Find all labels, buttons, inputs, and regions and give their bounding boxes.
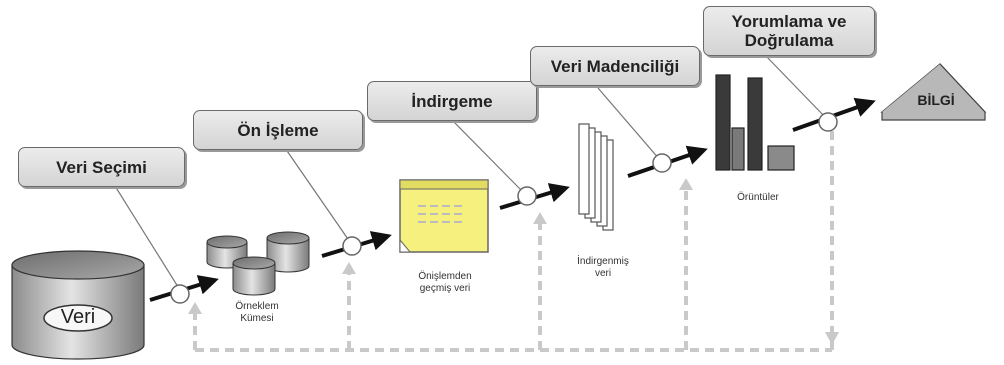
stage-veri-madenciligi: Veri Madenciliği xyxy=(530,46,700,86)
stage-indirgeme: İndirgeme xyxy=(367,81,537,121)
stage-yorumlama-line2: Doğrulama xyxy=(744,31,834,50)
bilgi-label: BİLGİ xyxy=(917,92,955,108)
stage-indirgeme-label: İndirgeme xyxy=(411,91,493,111)
stage-on-isleme-label: Ön İşleme xyxy=(237,120,319,140)
stage-veri-secimi-label: Veri Seçimi xyxy=(56,157,147,177)
stage-veri-secimi: Veri Seçimi xyxy=(18,147,185,187)
stage-yorumlama-line1: Yorumlama ve xyxy=(731,12,847,31)
onislemden-label: Önişlemden geçmiş veri xyxy=(400,271,490,295)
stage-on-isleme: Ön İşleme xyxy=(193,110,363,150)
onislemden-line1: Önişlemden xyxy=(418,271,472,282)
checkpoint-circles xyxy=(170,112,838,304)
veri-cylinder xyxy=(11,250,145,360)
onislemden-document xyxy=(399,179,489,253)
stage-yorumlama-dogrulama: Yorumlama ve Doğrulama xyxy=(703,6,875,56)
bilgi-pyramid xyxy=(880,63,987,121)
veri-node-label: Veri xyxy=(60,306,96,328)
indirgenmis-line1: İndirgenmiş xyxy=(577,256,629,267)
onislemden-line2: geçmiş veri xyxy=(419,283,471,294)
indirgenmis-line2: veri xyxy=(594,268,612,279)
feedback-loop xyxy=(193,128,834,352)
indirgenmis-sheets xyxy=(578,123,614,231)
oruntuler-label: Örüntüler xyxy=(737,192,779,203)
orneklem-line2: Kümesi xyxy=(240,313,274,324)
feedback-arrowheads xyxy=(188,178,839,345)
stage-veri-madenciligi-label: Veri Madenciliği xyxy=(550,56,680,76)
orneklem-kumesi-label: Örneklem Kümesi xyxy=(222,301,292,325)
orneklem-cylinders xyxy=(206,231,310,296)
oruntuler-bars xyxy=(715,74,795,171)
orneklem-line1: Örneklem xyxy=(235,301,279,312)
callout-lines xyxy=(114,54,827,291)
indirgenmis-veri-label: İndirgenmiş veri xyxy=(563,256,643,280)
